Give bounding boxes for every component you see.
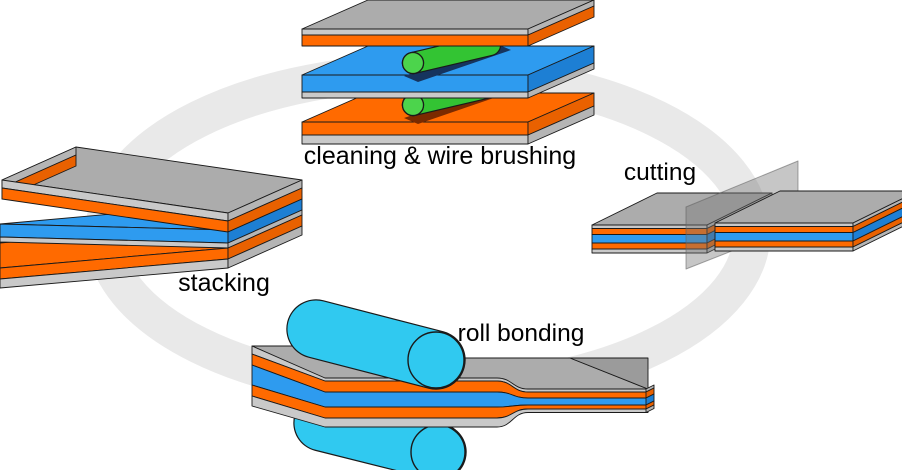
roll-bonding-illustration — [251, 299, 655, 470]
stacking-illustration — [0, 146, 303, 289]
cutting-label: cutting — [624, 159, 696, 186]
cleaning-label: cleaning & wire brushing — [304, 142, 576, 170]
roll-bonding-label: roll bonding — [458, 320, 585, 347]
cutting-illustration — [591, 160, 902, 270]
stacking-label: stacking — [178, 269, 270, 297]
cleaning-wire-brushing-illustration — [301, 0, 595, 145]
